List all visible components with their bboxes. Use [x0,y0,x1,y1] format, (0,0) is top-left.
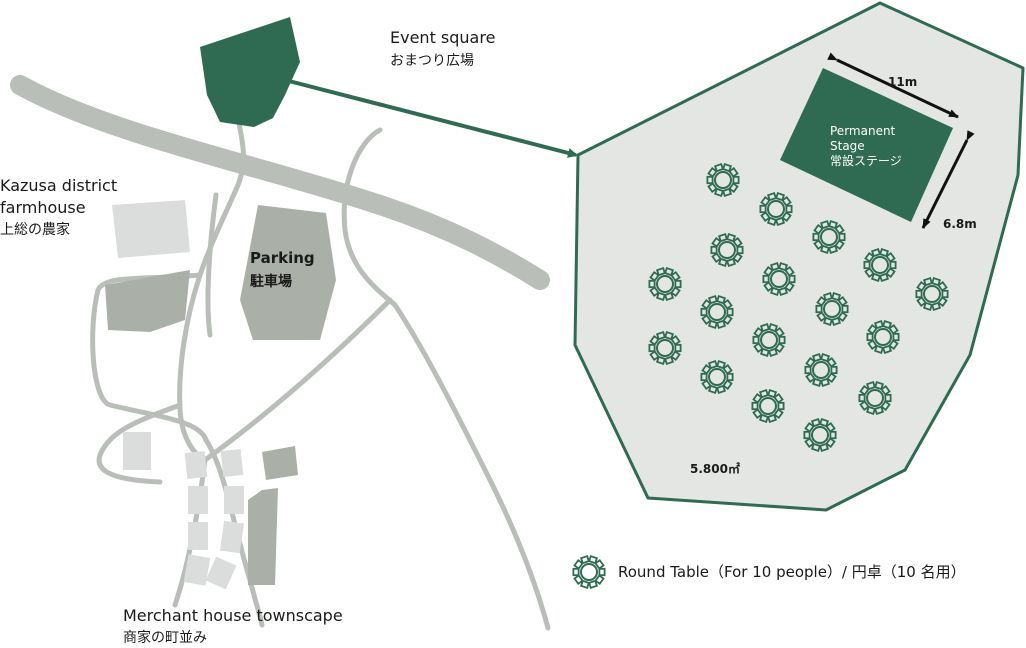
round-table [812,220,846,254]
path-loop [90,272,209,443]
legend: Round Table（For 10 people）/ 円卓（10 名用） [572,555,966,589]
farmhouse-building [112,200,190,258]
roads [10,75,551,631]
round-table [752,323,786,357]
area-label: 5.800㎡ [690,461,740,476]
merchant-label-jp: 商家の町並み [123,629,207,646]
stage-label-line1: Permanent [830,124,896,138]
round-table [700,295,734,329]
round-table [648,331,682,365]
round-table [863,248,897,282]
kazusa-label-line2: farmhouse [0,198,86,217]
buildings [105,200,336,590]
dimension-width-label: 11m [888,75,917,89]
round-tables [648,163,949,452]
stage-label-jp: 常設ステージ [830,153,902,168]
round-table [762,262,796,296]
farm-outbuilding [105,270,190,332]
round-table [803,418,837,452]
path-east-loop [341,127,398,308]
round-table [751,389,785,423]
merchant-label: Merchant house townscape [123,606,343,625]
parking-label-jp: 駐車場 [250,273,292,290]
path-cross [202,297,393,463]
kazusa-label-line1: Kazusa district [0,176,117,195]
round-table-legend-symbol [572,555,606,589]
kazusa-label-jp: 上総の農家 [0,221,70,238]
merchant-houses [183,446,298,590]
round-table [700,360,734,394]
event-square-label-jp: おまつり広場 [390,53,474,69]
round-table [648,267,682,301]
round-table [706,163,740,197]
round-table [710,233,744,267]
path-parking-west [205,192,219,338]
stage-label-line2: Stage [830,139,865,153]
dimension-depth-line [921,130,975,229]
path-diagonal [392,302,551,631]
path-south [203,437,265,628]
round-table [858,381,892,415]
small-building [123,432,151,470]
round-table [759,192,793,226]
round-table [804,353,838,387]
parking-lot [240,205,336,340]
zoom-arrow [284,78,578,158]
round-table [815,292,849,326]
legend-label: Round Table（For 10 people）/ 円卓（10 名用） [618,563,966,581]
round-table [915,277,949,311]
round-table [866,320,900,354]
parking-label: Parking [250,249,315,267]
dimension-width-line [827,52,959,119]
event-square-area [573,1,1025,512]
permanent-stage[interactable] [780,68,953,222]
event-square-label: Event square [390,28,495,47]
round-table-legend-icon [572,555,606,589]
dimension-depth-label: 6.8m [943,217,977,231]
event-square-marker[interactable] [200,17,300,127]
path-lower-left [96,402,183,485]
